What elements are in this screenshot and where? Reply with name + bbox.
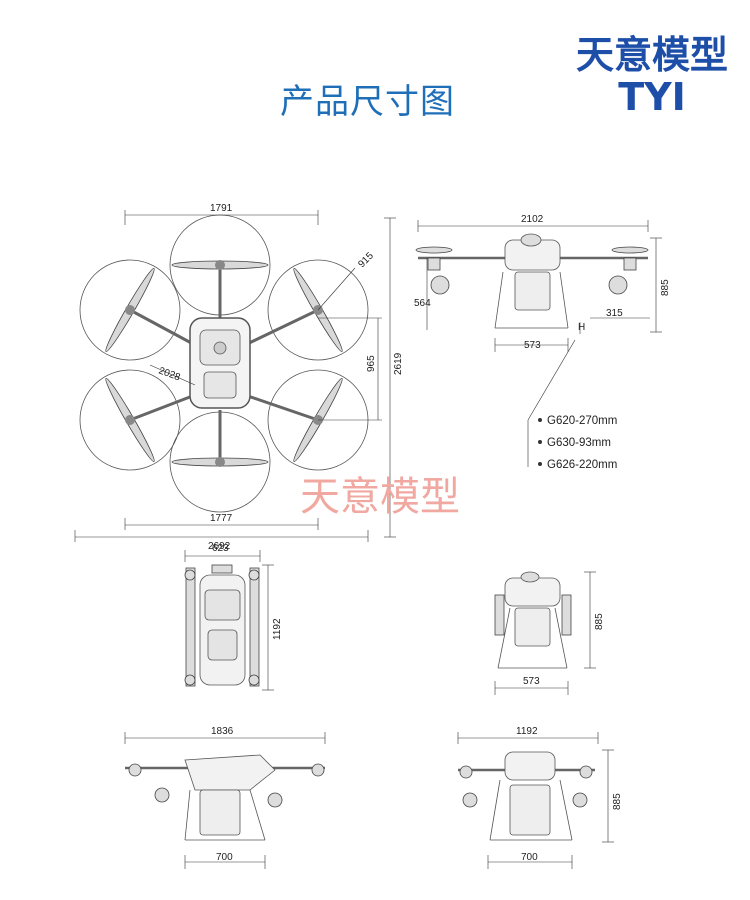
dim-width-props: 1791 (210, 203, 233, 214)
front-view-drawing (415, 233, 649, 329)
variant-item: G630-93mm (547, 437, 611, 449)
dim-folded-width: 623 (212, 543, 229, 554)
dim-folded-front-base: 573 (523, 676, 540, 687)
brand-name-cn: 天意模型 (575, 33, 728, 77)
dim-width-folded: 1777 (210, 513, 233, 524)
dim-front-height: 885 (660, 279, 671, 296)
front-view-dimension-lines (417, 220, 662, 467)
side-left-drawing (125, 754, 325, 841)
brand-logo: 天意模型 TYI (572, 34, 732, 118)
folded-top-dimension-lines (184, 550, 274, 691)
watermark-text: 天意模型 (300, 474, 460, 520)
dim-side-right-width: 1192 (516, 726, 538, 737)
top-view-dimension-lines (74, 210, 396, 542)
dim-leg-height: 564 (414, 298, 431, 309)
folded-top-drawing (184, 564, 260, 687)
folded-front-drawing (494, 571, 572, 669)
dim-width-total: 2692 (208, 541, 231, 552)
dim-front-base: 573 (524, 340, 541, 351)
side-left-dimension-lines (124, 732, 326, 869)
folded-front-dimension-lines (494, 571, 596, 695)
variant-item: G626-220mm (547, 459, 617, 471)
dim-prop-diameter: 915 (356, 250, 376, 270)
brand-name-en: TYI (618, 75, 686, 119)
dim-arm-length: 965 (366, 355, 377, 372)
dim-folded-length: 1192 (272, 618, 283, 640)
dim-tank-offset: 315 (606, 308, 623, 319)
dim-side-left-base: 700 (216, 852, 233, 863)
dim-side-right-height: 885 (612, 793, 623, 810)
dim-side-left-width: 1836 (211, 726, 234, 737)
top-view-drawing (79, 214, 369, 513)
dim-front-width: 2102 (521, 214, 544, 225)
side-right-drawing (458, 751, 595, 841)
page-title: 产品尺寸图 (280, 82, 455, 122)
variant-list: G620-270mm G630-93mm G626-220mm (538, 415, 617, 471)
variant-item: G620-270mm (547, 415, 617, 427)
side-right-dimension-lines (457, 732, 614, 869)
dim-folded-front-height: 885 (594, 613, 605, 630)
dim-h-label: H (578, 322, 585, 333)
dim-total-height: 2619 (393, 352, 404, 375)
dim-side-right-base: 700 (521, 852, 538, 863)
